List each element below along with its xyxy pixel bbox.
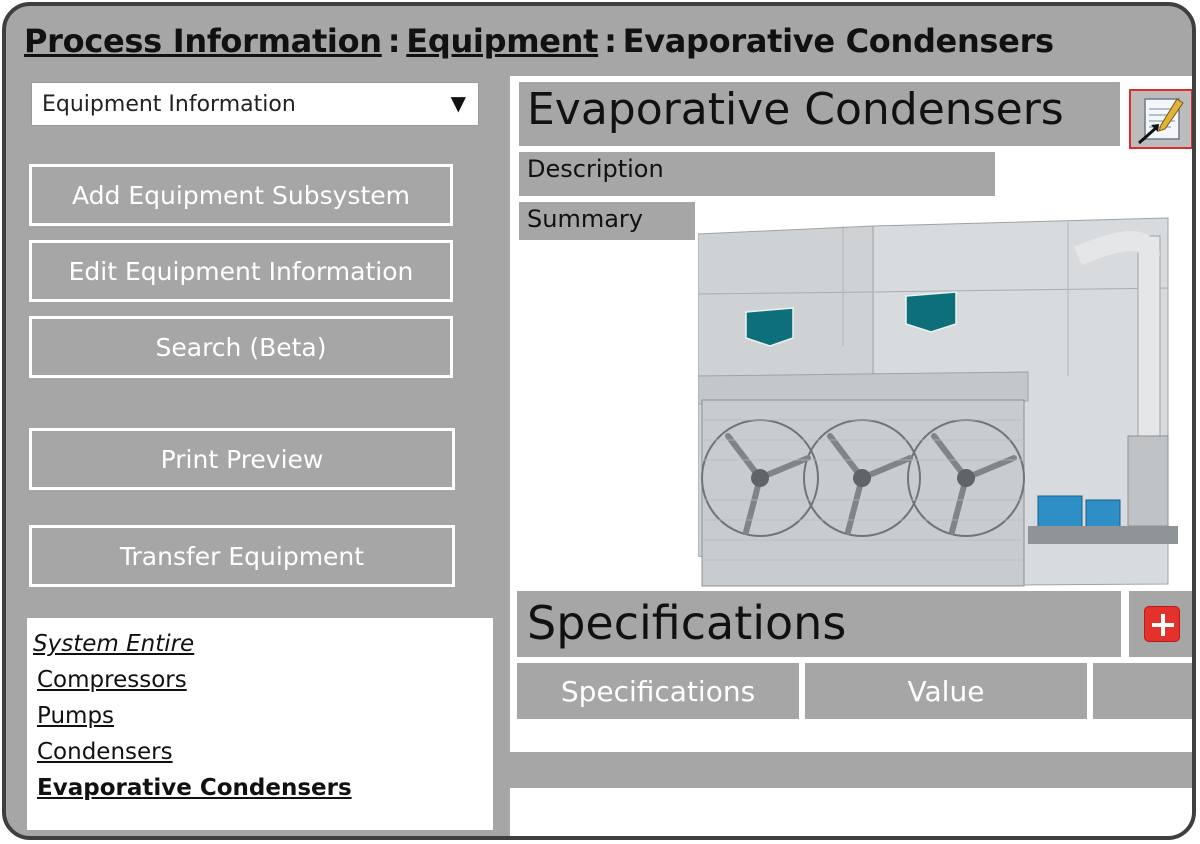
- column-header-value: Value: [805, 663, 1087, 719]
- description-label: Description: [519, 152, 995, 196]
- breadcrumb-separator: :: [387, 22, 401, 60]
- add-specification-button[interactable]: [1144, 606, 1180, 642]
- tree-item-pumps[interactable]: Pumps: [37, 703, 115, 729]
- tree-item-evaporative-condensers[interactable]: Evaporative Condensers: [37, 775, 352, 801]
- edit-equipment-information-button[interactable]: Edit Equipment Information: [29, 240, 453, 302]
- equipment-tree: System Entire Compressors Pumps Condense…: [27, 618, 493, 830]
- search-beta-button[interactable]: Search (Beta): [29, 316, 453, 378]
- print-preview-button[interactable]: Print Preview: [29, 428, 455, 490]
- breadcrumb-process-information-link[interactable]: Process Information: [24, 22, 382, 60]
- column-header-specifications: Specifications: [517, 663, 799, 719]
- edit-note-icon: [1138, 98, 1184, 145]
- add-equipment-subsystem-button[interactable]: Add Equipment Subsystem: [29, 164, 453, 226]
- summary-label: Summary: [519, 202, 695, 240]
- breadcrumb-current: Evaporative Condensers: [622, 22, 1054, 60]
- tree-item-condensers[interactable]: Condensers: [37, 739, 173, 765]
- tree-item-compressors[interactable]: Compressors: [37, 667, 187, 693]
- edit-button[interactable]: [1129, 89, 1192, 149]
- equipment-image: [697, 196, 1192, 592]
- specifications-heading: Specifications: [517, 591, 1121, 657]
- column-header-actions: [1093, 663, 1192, 719]
- breadcrumb-equipment-link[interactable]: Equipment: [406, 22, 599, 60]
- tree-item-system-entire[interactable]: System Entire: [33, 631, 195, 657]
- footer-area: [510, 788, 1192, 836]
- chevron-down-icon: ▼: [450, 91, 466, 115]
- equipment-view-select[interactable]: Equipment Information ▼: [31, 82, 479, 126]
- breadcrumb: Process Information:Equipment:Evaporativ…: [24, 22, 1054, 72]
- transfer-equipment-button[interactable]: Transfer Equipment: [29, 525, 455, 587]
- equipment-view-select-value: Equipment Information: [42, 92, 296, 117]
- breadcrumb-separator: :: [604, 22, 617, 60]
- add-specification-container: [1129, 591, 1192, 657]
- footer-strip: [510, 752, 1192, 788]
- equipment-title: Evaporative Condensers: [519, 82, 1120, 146]
- evapco-logo: [745, 291, 957, 347]
- equipment-detail-panel: Evaporative Condensers Description Summa…: [510, 76, 1192, 752]
